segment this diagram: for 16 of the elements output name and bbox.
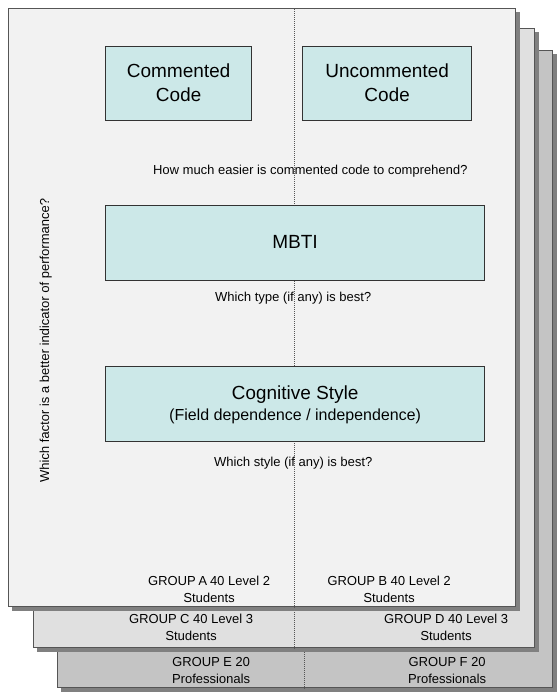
factor-box: Uncommented Code <box>302 46 472 121</box>
axis-question: Which factor is a better indicator of performance? <box>36 198 53 482</box>
group-label: GROUP A 40 Level 2 Students <box>147 572 271 606</box>
factor-box: MBTI <box>105 205 485 281</box>
box-heading: Cognitive Style <box>232 382 358 406</box>
group-label: GROUP B 40 Level 2 Students <box>326 572 452 606</box>
question-text: How much easier is commented code to comprehend? <box>153 162 468 178</box>
group-label: GROUP E 20 Professionals <box>170 653 252 687</box>
question-text: Which style (if any) is best? <box>214 454 372 470</box>
box-subtitle: (Field dependence / independence) <box>169 406 421 426</box>
group-label: GROUP C 40 Level 3 Students <box>128 610 254 644</box>
factor-box <box>105 366 485 442</box>
question-text: Which type (if any) is best? <box>215 289 372 305</box>
factor-box: Commented Code <box>105 46 252 121</box>
group-label: GROUP F 20 Professionals <box>406 653 488 687</box>
group-label: GROUP D 40 Level 3 Students <box>382 610 510 644</box>
